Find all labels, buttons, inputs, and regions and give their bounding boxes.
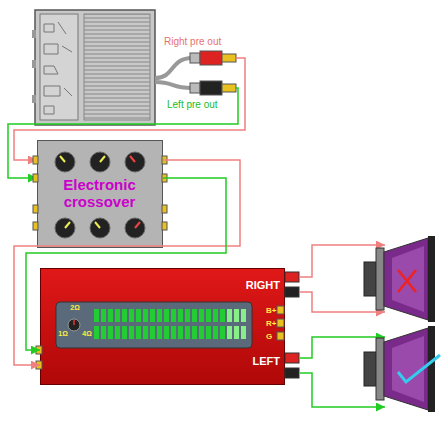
led-bar: [199, 326, 204, 339]
led-bar: [199, 309, 204, 322]
led-bar: [115, 309, 120, 322]
led-bar: [185, 309, 190, 322]
led-bar: [220, 309, 225, 322]
channel-label: RIGHT: [246, 279, 280, 291]
led-bar: [171, 309, 176, 322]
knob: [55, 218, 75, 238]
led-bar: [122, 326, 127, 339]
led-bar: [227, 326, 232, 339]
amplifier-display: [56, 302, 252, 348]
terminal-label: G: [266, 333, 272, 342]
led-bar: [164, 326, 169, 339]
led-bar: [234, 309, 239, 322]
signal-connector: [14, 160, 240, 365]
knob: [125, 218, 145, 238]
knob: [90, 218, 110, 238]
led-bar: [129, 309, 134, 322]
led-bar: [213, 309, 218, 322]
led-bar: [220, 326, 225, 339]
led-bar: [122, 309, 127, 322]
led-bar: [178, 309, 183, 322]
led-bar: [234, 326, 239, 339]
led-bar: [94, 326, 99, 339]
crossover-knobs: [55, 152, 145, 238]
led-bar: [143, 309, 148, 322]
impedance-label: 2Ω: [70, 304, 80, 312]
knob: [55, 152, 75, 172]
led-bar: [178, 326, 183, 339]
led-bar: [143, 326, 148, 339]
led-bar: [185, 326, 190, 339]
led-bar: [108, 309, 113, 322]
check-mark: [398, 355, 440, 382]
knob: [90, 152, 110, 172]
led-bar: [164, 309, 169, 322]
led-bar: [129, 326, 134, 339]
terminal-label: R+: [266, 320, 276, 329]
speaker: [364, 236, 435, 322]
signal-connector: [26, 178, 226, 350]
led-bar: [108, 326, 113, 339]
led-bar: [101, 309, 106, 322]
led-bar: [150, 309, 155, 322]
led-bar: [171, 326, 176, 339]
signal-label: Left pre out: [167, 99, 218, 110]
led-bar: [136, 309, 141, 322]
speaker: [364, 326, 440, 412]
head-unit: [32, 10, 155, 125]
led-bar: [206, 309, 211, 322]
led-bar: [101, 326, 106, 339]
led-bar: [157, 309, 162, 322]
terminal-label: B+: [266, 307, 276, 316]
knob: [125, 152, 145, 172]
led-bar: [227, 309, 232, 322]
impedance-label: 1Ω: [58, 330, 68, 338]
led-bar: [213, 326, 218, 339]
led-bar: [192, 309, 197, 322]
led-bar: [157, 326, 162, 339]
led-bar: [150, 326, 155, 339]
led-bar: [241, 309, 246, 322]
channel-label: LEFT: [253, 355, 281, 367]
cross-mark: [398, 270, 416, 292]
led-bar: [115, 326, 120, 339]
device-title: Electronic crossover: [50, 177, 150, 210]
signal-label: Right pre out: [164, 36, 221, 47]
led-bar: [206, 326, 211, 339]
led-bar: [136, 326, 141, 339]
impedance-label: 4Ω: [82, 330, 92, 338]
rca-cable: [155, 51, 236, 95]
led-bar: [241, 326, 246, 339]
led-bar: [94, 309, 99, 322]
crossover-terminals: [33, 156, 167, 230]
led-bar: [192, 326, 197, 339]
amplifier-terminals: [36, 272, 299, 378]
